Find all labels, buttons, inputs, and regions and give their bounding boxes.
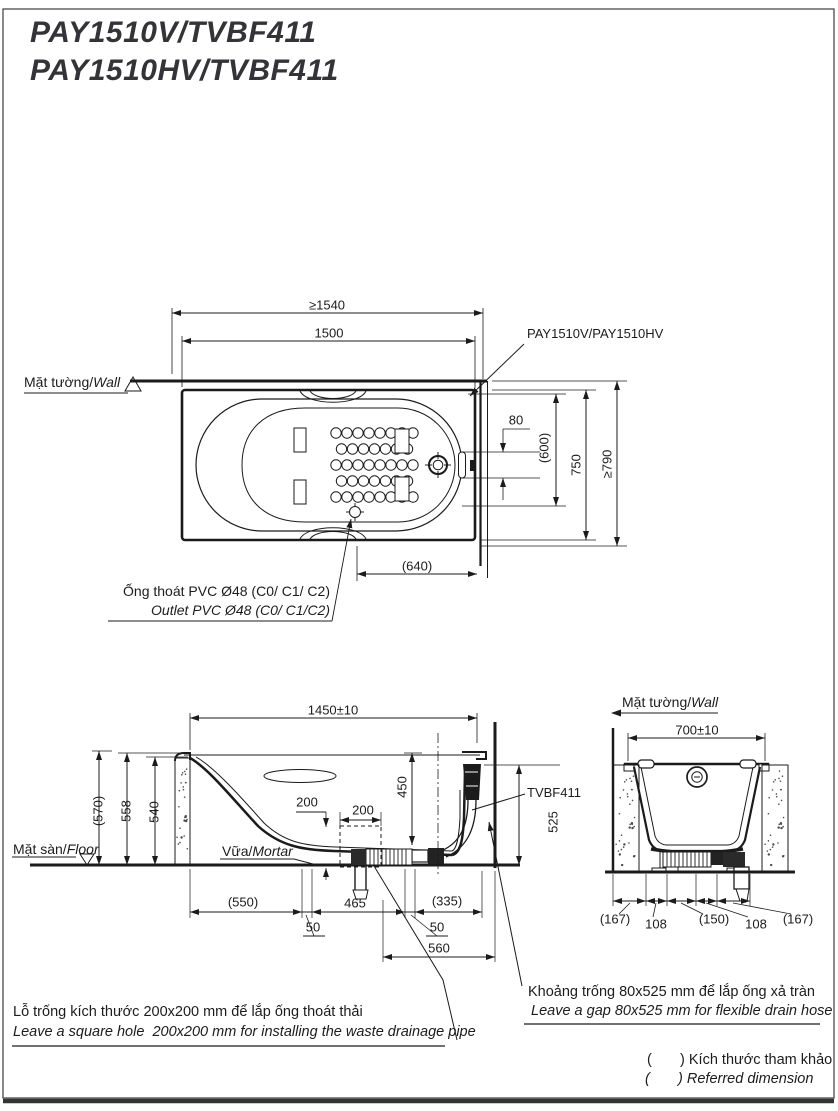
drain-model-label: TVBF411 <box>527 785 581 800</box>
dim-height-rim: 558 <box>118 800 134 822</box>
outlet-label-vi: Ống thoát PVC Ø48 (C0/ C1/ C2) <box>123 583 330 599</box>
section-view-drawing <box>12 713 560 1041</box>
plan-wall-label-vi: Mặt tường/ <box>24 374 94 390</box>
dim-end-width: 700±10 <box>675 722 719 738</box>
dim-niche-width: ≥790 <box>599 449 615 479</box>
dim-overflow-height: 525 <box>545 811 561 833</box>
end-view-drawing <box>605 709 795 918</box>
dim-niche-length: ≥1540 <box>308 297 346 313</box>
dim-height-inner: 540 <box>146 801 162 823</box>
dim-50-right: 50 <box>429 919 445 935</box>
page-title-line1: PAY1510V/TVBF411 <box>30 16 317 49</box>
dim-overflow-gap: 80 <box>508 412 524 428</box>
dim-335: (335) <box>431 893 463 909</box>
end-wall-label-en: Wall <box>691 694 719 710</box>
page-border <box>2 8 835 1104</box>
dim-end-108-right: 108 <box>745 916 767 932</box>
hole-note-en: Leave a square hole 200x200 mm for insta… <box>13 1024 476 1040</box>
dim-560: 560 <box>428 940 450 956</box>
mortar-label: Vữa/Mortar <box>222 843 293 859</box>
mortar-label-vi: Vữa/ <box>222 843 253 859</box>
dim-end-108-left: 108 <box>645 916 667 932</box>
floor-label-en: Floor <box>66 841 99 857</box>
dim-outlet-offset: (640) <box>401 558 433 574</box>
hole-note-vi: Lỗ trống kích thước 200x200 mm để lắp ốn… <box>13 1004 363 1020</box>
plan-wall-label-en: Wall <box>93 374 121 390</box>
dim-hole-depth: 200 <box>296 794 318 810</box>
dim-end-167-right: (167) <box>782 911 814 927</box>
mortar-texture <box>176 768 189 850</box>
dim-inner-width: (600) <box>536 432 552 464</box>
floor-label-vi: Mặt sàn/ <box>13 841 67 857</box>
support-texture-left <box>615 770 636 867</box>
dim-tub-depth: 450 <box>394 776 410 798</box>
dim-section-length: 1450±10 <box>307 702 359 718</box>
legend-referred-vi: ( ) Kích thước tham khảo <box>647 1052 833 1068</box>
legend-referred-en: ( ) Referred dimension <box>645 1071 814 1087</box>
dim-apron: (550) <box>227 894 259 910</box>
dim-rim-width: 750 <box>568 454 584 476</box>
note-underlines <box>12 1023 820 1047</box>
floor-label: Mặt sàn/Floor <box>13 841 99 857</box>
end-wall-label-vi: Mặt tường/ <box>622 694 692 710</box>
page-title-line2: PAY1510HV/TVBF411 <box>30 54 339 87</box>
product-label: PAY1510V/PAY1510HV <box>527 326 664 341</box>
plan-wall-label: Mặt tường/Wall <box>24 374 120 390</box>
dim-end-167-left: (167) <box>599 911 631 927</box>
outlet-label-en: Outlet PVC Ø48 (C0/ C1/C2) <box>151 602 330 618</box>
plan-view-drawing <box>24 308 627 622</box>
dim-hole-width: 200 <box>352 802 374 818</box>
end-wall-label: Mặt tường/Wall <box>622 694 718 710</box>
dim-height-total: (570) <box>90 795 106 827</box>
mortar-label-en: Mortar <box>252 843 293 859</box>
gap-note-en: Leave a gap 80x525 mm for flexible drain… <box>531 1003 833 1019</box>
dim-50-left: 50 <box>305 919 321 935</box>
dim-end-150: (150) <box>698 911 730 927</box>
dim-465: 465 <box>344 895 366 911</box>
dim-tub-length: 1500 <box>314 325 344 341</box>
support-texture-right <box>764 770 785 867</box>
gap-note-vi: Khoảng trống 80x525 mm để lắp ống xả trà… <box>528 984 815 1000</box>
